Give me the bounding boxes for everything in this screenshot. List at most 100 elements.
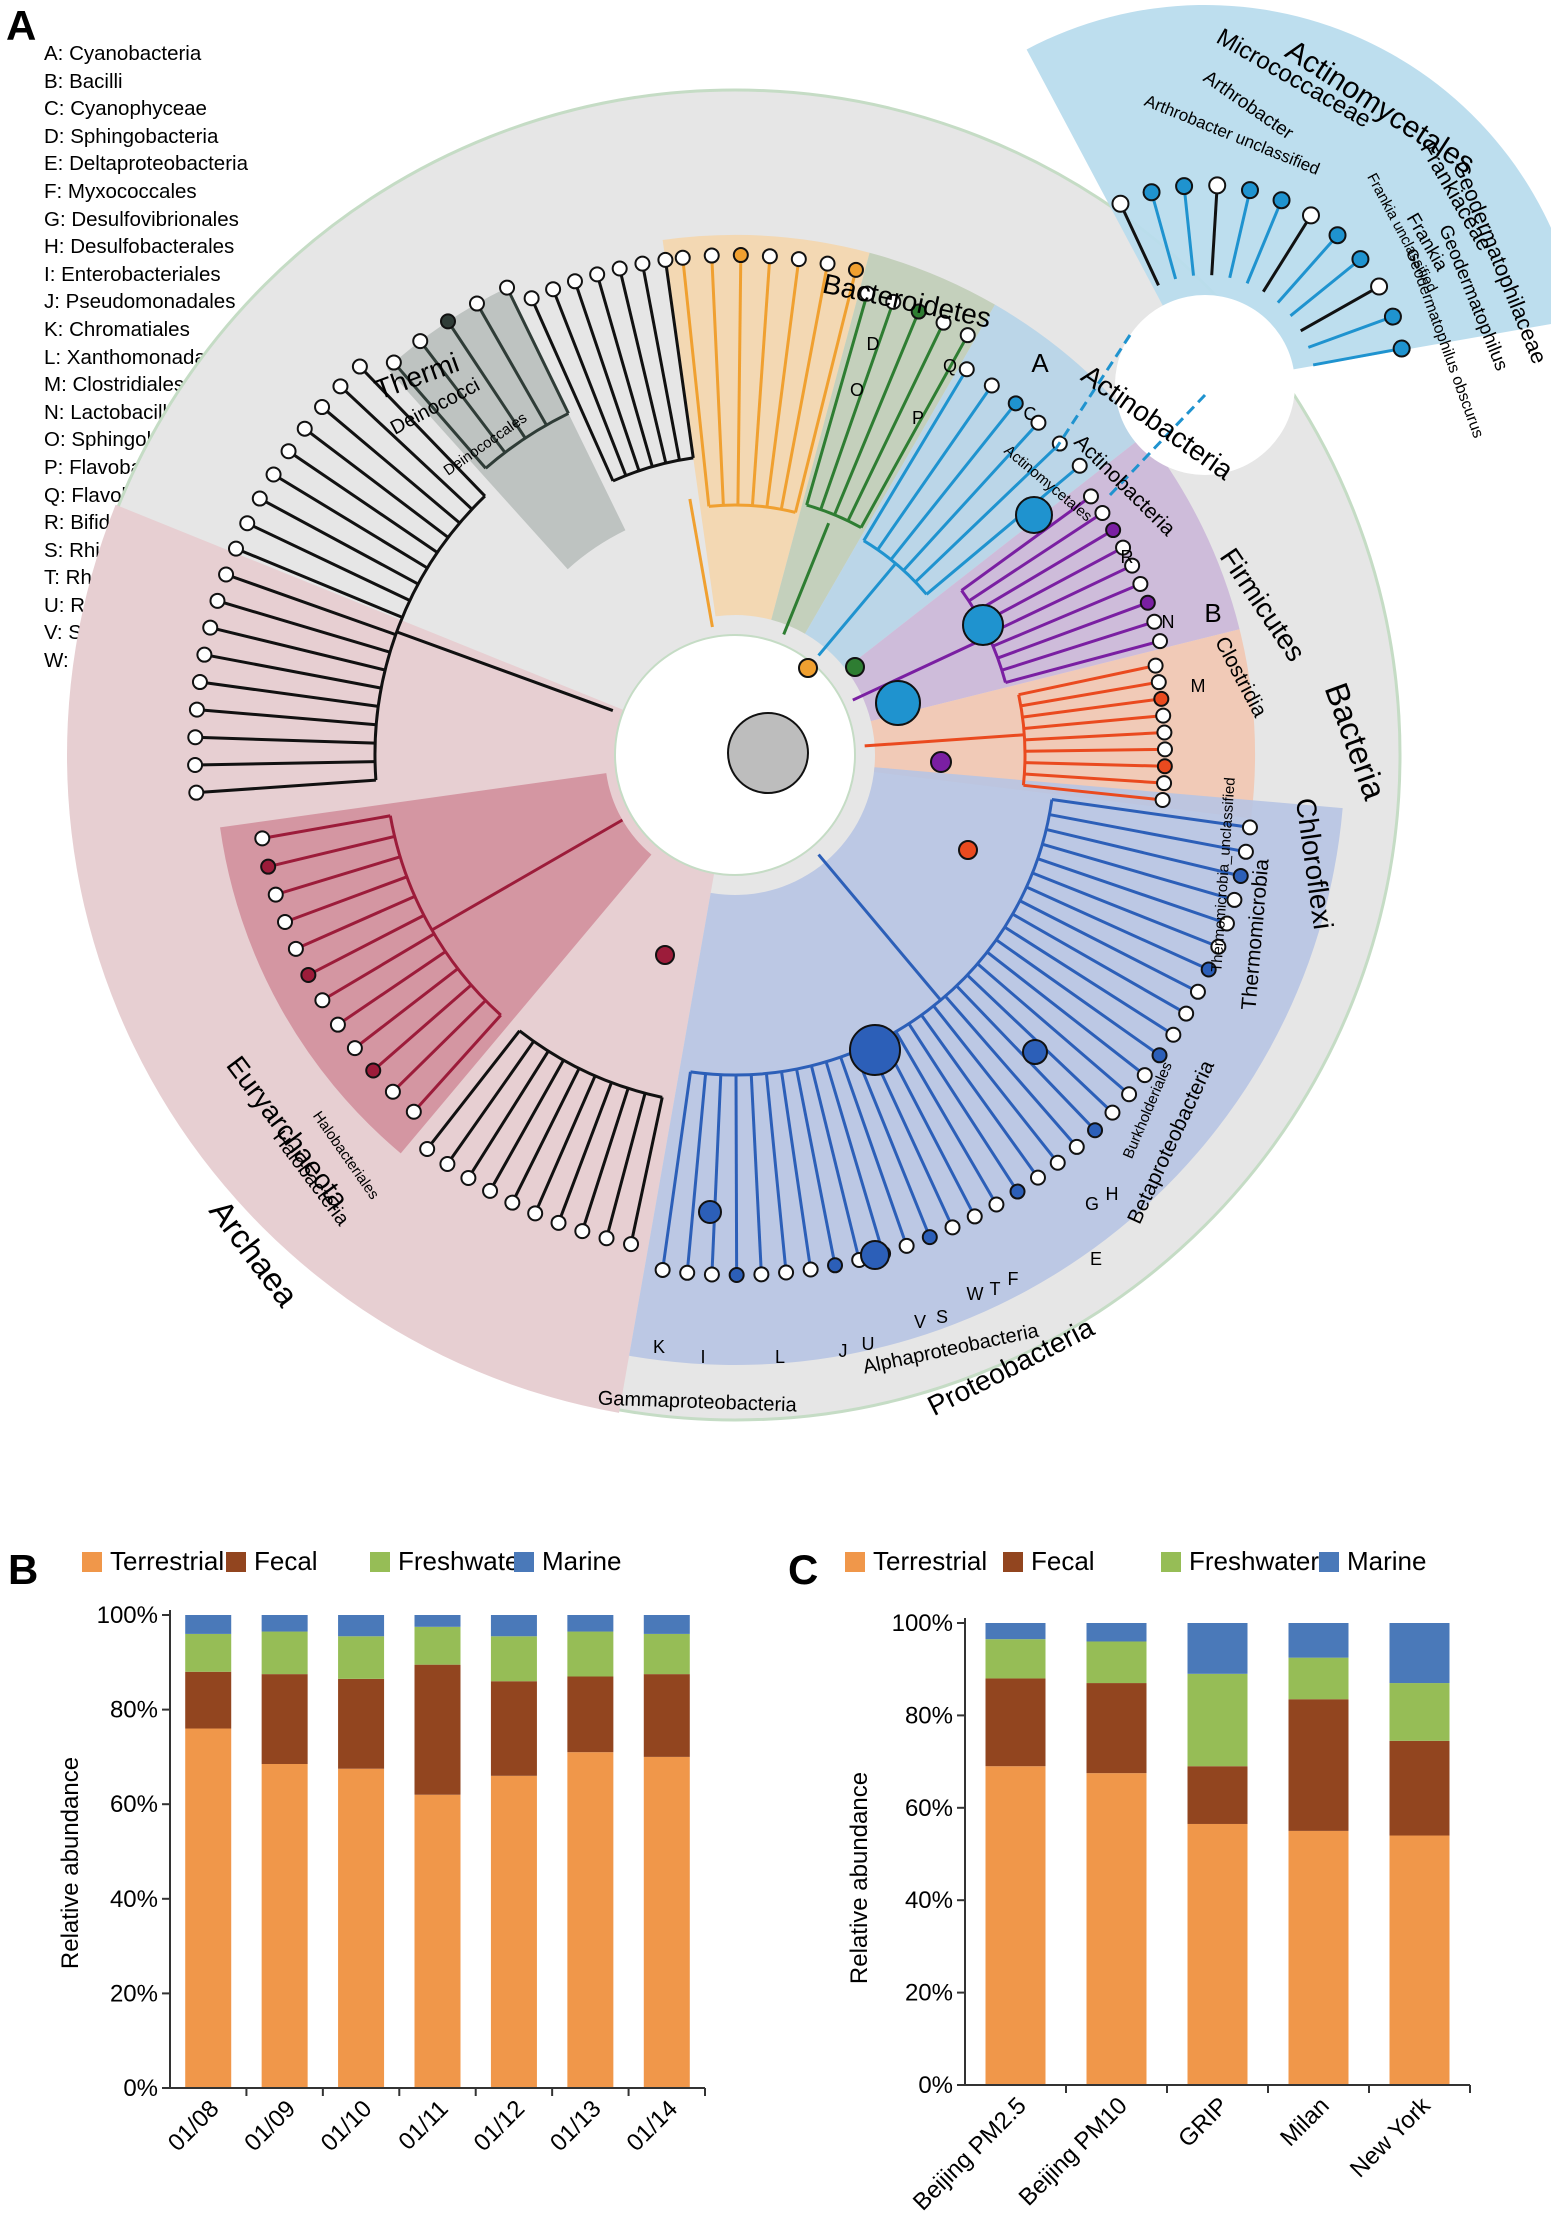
inset-node bbox=[1208, 176, 1227, 195]
branch bbox=[580, 1087, 630, 1232]
clade-letter: E bbox=[1090, 1249, 1102, 1269]
leaf-node bbox=[346, 1040, 363, 1057]
cladogram: ActinomycetalesMicrococcaceaeArthrobacte… bbox=[66, 5, 1551, 1422]
leaf-node bbox=[1155, 707, 1172, 724]
branch bbox=[750, 256, 772, 506]
chart-b-y-axis-label: Relative abundance bbox=[57, 1757, 84, 1969]
legend-swatch bbox=[514, 1552, 534, 1572]
branch bbox=[195, 735, 376, 745]
leaf-node bbox=[187, 756, 204, 773]
branch bbox=[510, 1067, 581, 1204]
branch bbox=[392, 361, 487, 470]
x-tick-label: 01/14 bbox=[621, 2095, 683, 2157]
actinobacteria-class-node bbox=[962, 604, 1004, 646]
bar-segment bbox=[1288, 1830, 1349, 2085]
legend-item: G: Desulfovibrionales bbox=[44, 207, 239, 231]
x-tick-label: New York bbox=[1345, 2091, 1436, 2182]
leaf-node bbox=[1030, 414, 1047, 431]
branch bbox=[605, 1092, 647, 1239]
leaf-node bbox=[827, 1257, 844, 1274]
bar-segment bbox=[1389, 1683, 1450, 1741]
branch bbox=[902, 421, 1040, 572]
leaf-node bbox=[276, 914, 293, 931]
legend-swatch bbox=[1003, 1552, 1023, 1572]
cyanobacteria-node bbox=[845, 657, 865, 677]
inset-node bbox=[1383, 307, 1402, 326]
inset-branch bbox=[1307, 315, 1394, 349]
branch bbox=[681, 257, 711, 507]
branch bbox=[661, 1071, 692, 1271]
branch-arc bbox=[484, 412, 570, 470]
trunk bbox=[817, 853, 942, 1002]
leaf-node bbox=[332, 378, 349, 395]
branch bbox=[914, 442, 1061, 584]
leaf-node bbox=[1029, 1169, 1046, 1186]
actinomycetales-node bbox=[1015, 496, 1053, 534]
leaf-node bbox=[1124, 557, 1141, 574]
leaf-node bbox=[761, 248, 778, 265]
legend-item: K: Chromatiales bbox=[44, 317, 190, 341]
leaf-node bbox=[1132, 575, 1149, 592]
inset-branch bbox=[1245, 199, 1283, 284]
bar-segment bbox=[185, 1671, 232, 1729]
gammaproteobacteria-node bbox=[698, 1200, 722, 1224]
branch bbox=[805, 293, 869, 506]
branch bbox=[1051, 798, 1251, 829]
inset-branch bbox=[1228, 189, 1252, 279]
clade-letter: K bbox=[653, 1337, 665, 1357]
y-tick-label: 20% bbox=[905, 1980, 953, 2007]
leaf-node bbox=[728, 1266, 745, 1283]
branch bbox=[475, 302, 548, 426]
inset-connector bbox=[1053, 334, 1132, 451]
branch bbox=[846, 322, 945, 522]
chart-c-y-axis-label: Relative abundance bbox=[846, 1772, 873, 1984]
branch bbox=[710, 255, 725, 506]
branch bbox=[275, 855, 401, 897]
branch bbox=[795, 1068, 837, 1266]
branch bbox=[765, 258, 801, 508]
leaf-node bbox=[1136, 1067, 1153, 1084]
leaf-node bbox=[239, 515, 256, 532]
leaf-node bbox=[460, 1169, 477, 1186]
archaea-node bbox=[655, 945, 675, 965]
leaf-node bbox=[188, 784, 205, 801]
leaf-node bbox=[589, 266, 606, 283]
branch bbox=[819, 301, 895, 511]
clade-letter: I bbox=[700, 1347, 705, 1367]
bar-segment bbox=[261, 1674, 308, 1764]
branch bbox=[262, 814, 391, 840]
branch bbox=[425, 1029, 521, 1150]
bar-segment bbox=[1086, 1773, 1147, 2085]
inset-node bbox=[1328, 226, 1347, 245]
branch bbox=[551, 288, 628, 477]
y-tick-label: 100% bbox=[97, 1602, 158, 1629]
branch bbox=[889, 402, 1017, 561]
branch bbox=[530, 297, 615, 482]
leaf-node bbox=[1153, 690, 1170, 707]
leaf-node bbox=[314, 399, 331, 416]
inset-node bbox=[1301, 206, 1320, 225]
bar-segment bbox=[643, 1756, 690, 2088]
inset-hole bbox=[1115, 295, 1295, 475]
branch bbox=[907, 1022, 1019, 1193]
leaf-node bbox=[218, 566, 235, 583]
branch-arc bbox=[612, 456, 694, 483]
branch bbox=[1037, 857, 1228, 925]
bar-segment bbox=[261, 1763, 308, 2088]
leaf-node bbox=[419, 1141, 436, 1158]
clade-letter: B bbox=[1204, 598, 1221, 628]
y-tick-label: 80% bbox=[905, 1702, 953, 1729]
clade-letter: H bbox=[1106, 1184, 1119, 1204]
leaf-node bbox=[550, 1214, 567, 1231]
leaf-node bbox=[1152, 633, 1169, 650]
leaf-node bbox=[732, 247, 749, 264]
proteobacteria-node bbox=[849, 1024, 901, 1076]
bar-segment bbox=[985, 1639, 1046, 1679]
branch bbox=[419, 340, 507, 454]
branch bbox=[467, 1050, 550, 1179]
clade-letter: R bbox=[1121, 547, 1134, 567]
cyanobacteria-sector bbox=[771, 252, 995, 634]
bar-segment bbox=[1187, 1766, 1248, 1824]
chart-b-axes bbox=[169, 1610, 706, 2096]
branch bbox=[779, 263, 830, 510]
